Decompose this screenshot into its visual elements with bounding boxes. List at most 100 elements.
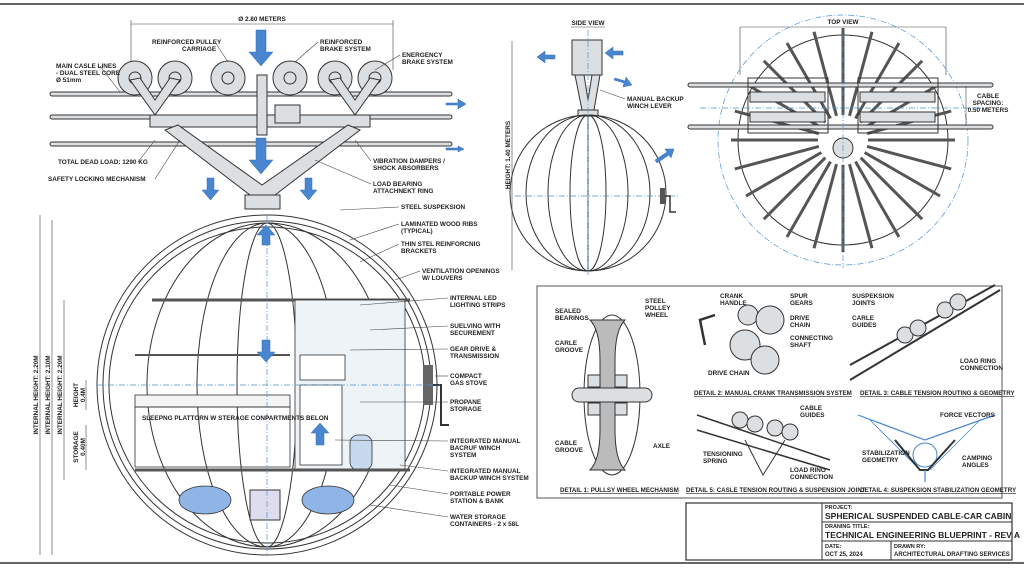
- label: SEALED: [555, 308, 581, 315]
- top-view-rib: [734, 145, 820, 171]
- water-container: [301, 485, 355, 515]
- label: GROOVE: [555, 347, 584, 354]
- callout-emergency-brake: BRAKE SYSTEM: [402, 59, 453, 66]
- diameter-dimension: Ø 2.80 METERS: [238, 16, 286, 23]
- top-view-rib: [812, 31, 838, 117]
- detail-3-caption: DETAIL 3: CABLE TENSION ROUTING & GEOMET…: [860, 390, 1015, 397]
- callout-ventilation: W/ LOUVERS: [422, 275, 463, 282]
- callout-dampers: SHOCK ABSORBERS: [373, 165, 439, 172]
- callout-gas-stove: GAS STOVE: [450, 380, 488, 387]
- label: CONNECTION: [960, 365, 1003, 372]
- label: ANGLES: [962, 462, 989, 469]
- label: GUIDES: [852, 322, 877, 329]
- callout-winch-lever: MANUAL BACKUP: [627, 96, 684, 103]
- label: FORCE VECTORS: [940, 412, 996, 419]
- load-arrows: [201, 29, 467, 201]
- label: CONNECTION: [790, 474, 833, 481]
- callout-wood-ribs: LAMINATED WOOD RIBS: [401, 221, 478, 228]
- callout-dead-load: TOTAL DEAD LOAD: 1290 KG: [58, 159, 148, 166]
- label: GROOVE: [555, 447, 584, 454]
- top-view-rib: [848, 31, 874, 117]
- drawn-by-value: ARCHITECTURAL DRAFTING SERVICES: [894, 552, 1010, 558]
- top-view-rib: [859, 156, 924, 221]
- detail-5-caption: DETAIL 5: CASLE TENSION ROUTING & SUSPEN…: [686, 487, 866, 494]
- callout-gas-stove: COMPACT: [450, 373, 482, 380]
- sleeping-platform-label: SLEEPNG PLATTORN W STERAGE CONPARTMENTS …: [142, 415, 329, 422]
- top-view-rib: [812, 163, 838, 249]
- dim-storage-value: 0.40M: [80, 438, 87, 456]
- label: CARLE: [852, 315, 875, 322]
- label: CABLE: [555, 440, 578, 447]
- drawing-title: TECHNICAL ENGINEERING BLUEPRINT - REV A: [825, 530, 1020, 540]
- label: DRIVE: [790, 315, 810, 322]
- date-label: DATE:: [825, 544, 842, 550]
- callout-power: PORTABLE POWER: [450, 491, 511, 498]
- winch-crank-handle: [433, 384, 449, 426]
- callout-power: STATION & BANK: [450, 498, 504, 505]
- top-view-rib: [854, 42, 901, 120]
- side-view: SIDE VIEW HEIGHT: 1.40 METERS MANUAL BAC…: [505, 20, 684, 275]
- dim-internal-height-2: INTERNAL HEIGHT: 2.10M: [45, 355, 52, 434]
- label: HANDLE: [720, 300, 747, 307]
- label: LOAD RING: [790, 467, 826, 474]
- top-view-rib: [785, 42, 832, 120]
- callout-led: INTERNAL LED: [450, 295, 497, 302]
- top-view-rib: [762, 156, 827, 221]
- dim-height-value: 0.4M: [80, 388, 87, 402]
- label: CRANK: [720, 293, 743, 300]
- main-elevation: Ø 2.80 METERS: [33, 16, 529, 556]
- callout-propane: PROPANE: [450, 399, 482, 406]
- callout-winch-2: BACKUP WINCH SYSTEM: [450, 475, 529, 482]
- callout-shelving: SUELVING WITH: [450, 323, 501, 330]
- carriage-frame: [129, 74, 381, 210]
- callout-gear-drive: GEAR DRIVE &: [450, 346, 497, 353]
- detail-1-caption: DETAIL 1: PULLSY WHEEL MECHANISM: [560, 487, 679, 494]
- cabin-sphere: [96, 214, 449, 556]
- callout-brake-system: BRAKE SYSTEM: [320, 46, 371, 53]
- callout-winch-1: SYSTEM: [450, 452, 476, 459]
- callout-winch-1: INTEGRATED MANUAL: [450, 438, 521, 445]
- top-view-rib: [785, 160, 832, 238]
- label: LOAO RING: [960, 358, 996, 365]
- callout-water: CONTAINERS - 2 x 58L: [450, 521, 519, 528]
- label: CABLE: [800, 405, 823, 412]
- callout-steel-suspension: STEEL SUSPEKSION: [401, 204, 466, 211]
- callout-brackets: BRACKETS: [401, 248, 437, 255]
- detail-4-caption: DETAIL 4: SUSPEKSION STABILIZATION GEOME…: [860, 487, 1017, 494]
- cable-spacing-value: 0.50 METERS: [968, 107, 1010, 114]
- top-view: TOP VIEW CABLE SPACING: 0.50 METERS: [687, 14, 1010, 268]
- label: SUSPEKSION: [852, 293, 894, 300]
- label: SPUR: [790, 293, 808, 300]
- side-view-title: SIDE VIEW: [571, 20, 605, 27]
- top-view-title: TOP VIEW: [827, 19, 859, 26]
- callout-propane: STORAGE: [450, 406, 482, 413]
- drawn-by-label: DRAWN RY:: [894, 544, 925, 550]
- label: STEEL: [645, 298, 666, 305]
- label: SPRING: [703, 458, 728, 465]
- callout-emergency-brake: ENERGENCY: [402, 52, 443, 59]
- callout-led: LIGHTING STRIPS: [450, 302, 506, 309]
- callout-attachment-ring: ATTACHNEKT RING: [373, 188, 433, 195]
- callout-winch-lever: WINCH LEVER: [627, 103, 672, 110]
- label: JOINTS: [852, 300, 876, 307]
- label: CONNECTING: [790, 335, 833, 342]
- callout-main-cable: MAIN CASLE LINES: [56, 63, 117, 70]
- water-container: [178, 485, 232, 515]
- label: POLLEY: [645, 305, 671, 312]
- callout-brake-system: REINFORCED: [320, 39, 363, 46]
- callout-winch-1: BACRUF WINCH: [450, 445, 501, 452]
- callout-wood-ribs: (TYPICAL): [401, 228, 433, 235]
- side-view-height: HEIGHT: 1.40 METERS: [505, 120, 512, 189]
- callout-ventilation: VENTILATION OPENINGS: [422, 268, 500, 275]
- callout-dampers: VIBRATION DAMPERS /: [373, 158, 445, 165]
- top-view-rib: [854, 160, 901, 238]
- top-view-rib: [745, 151, 823, 198]
- label: CAMPING: [962, 455, 992, 462]
- power-station: [249, 489, 281, 521]
- label: WHEEL: [645, 312, 668, 319]
